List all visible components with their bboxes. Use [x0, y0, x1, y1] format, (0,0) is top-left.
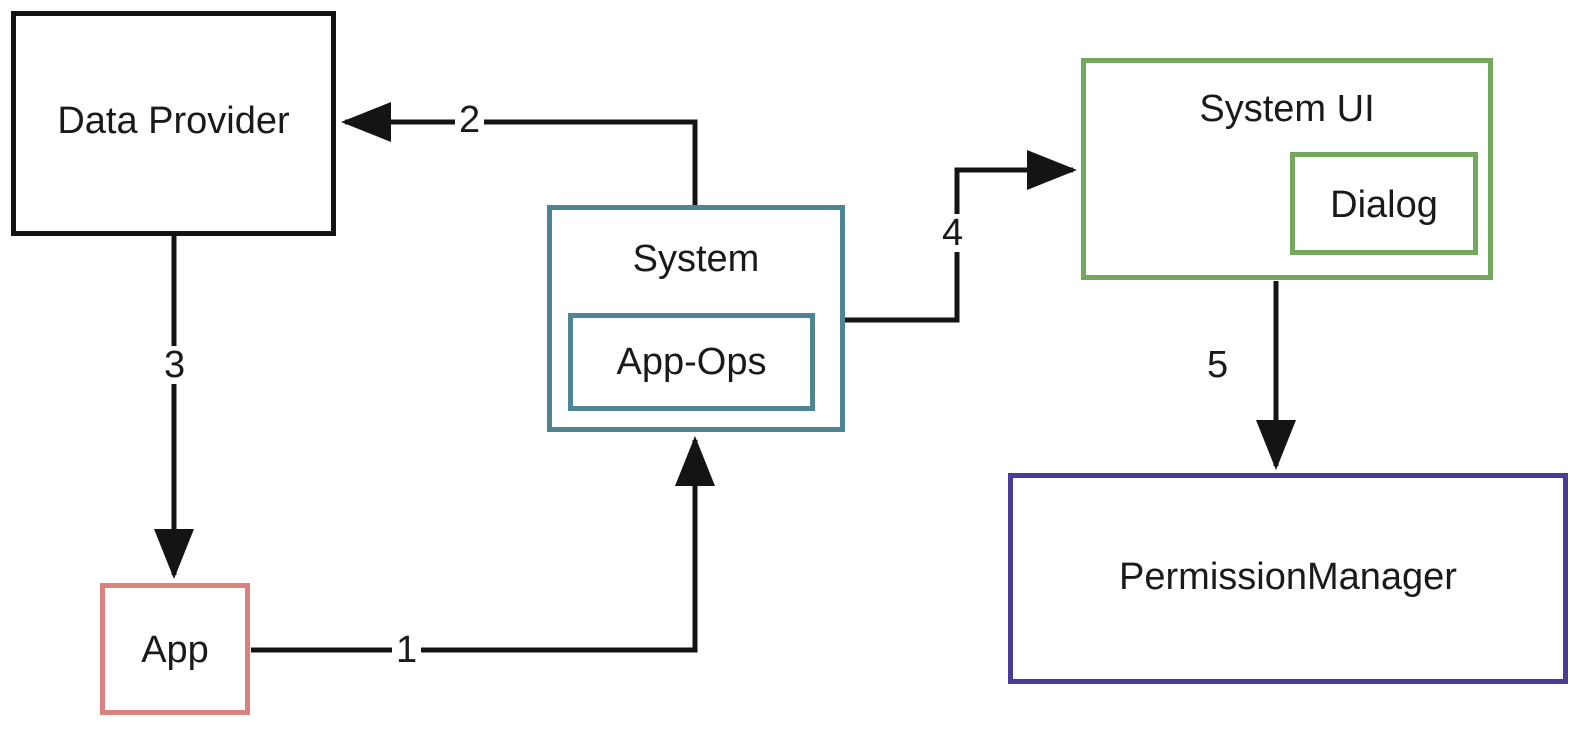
edge-label-4: 4 [938, 214, 968, 252]
node-permission-manager[interactable] [1008, 473, 1568, 684]
node-dialog-label: Dialog [1330, 184, 1438, 226]
node-app[interactable] [100, 583, 250, 715]
node-system-ui-label: System UI [1199, 88, 1375, 130]
node-system-ui[interactable] [1081, 58, 1493, 280]
node-app-label: App [141, 629, 209, 671]
connector-2 [340, 102, 698, 205]
edge-label-3: 3 [160, 346, 190, 384]
node-system-label: System [632, 238, 760, 280]
node-system[interactable] [547, 205, 845, 432]
node-dialog[interactable] [1290, 152, 1478, 255]
node-data-provider[interactable] [11, 11, 336, 236]
node-data-provider-label: Data Provider [57, 100, 290, 142]
node-permission-manager-label: PermissionManager [1119, 556, 1457, 598]
edge-label-2: 2 [455, 101, 485, 139]
edge-label-1: 1 [392, 631, 422, 669]
connector-1 [251, 435, 715, 653]
node-app-ops[interactable] [568, 313, 815, 411]
node-app-ops-label: App-Ops [616, 341, 767, 383]
edge-label-5: 5 [1203, 346, 1233, 384]
